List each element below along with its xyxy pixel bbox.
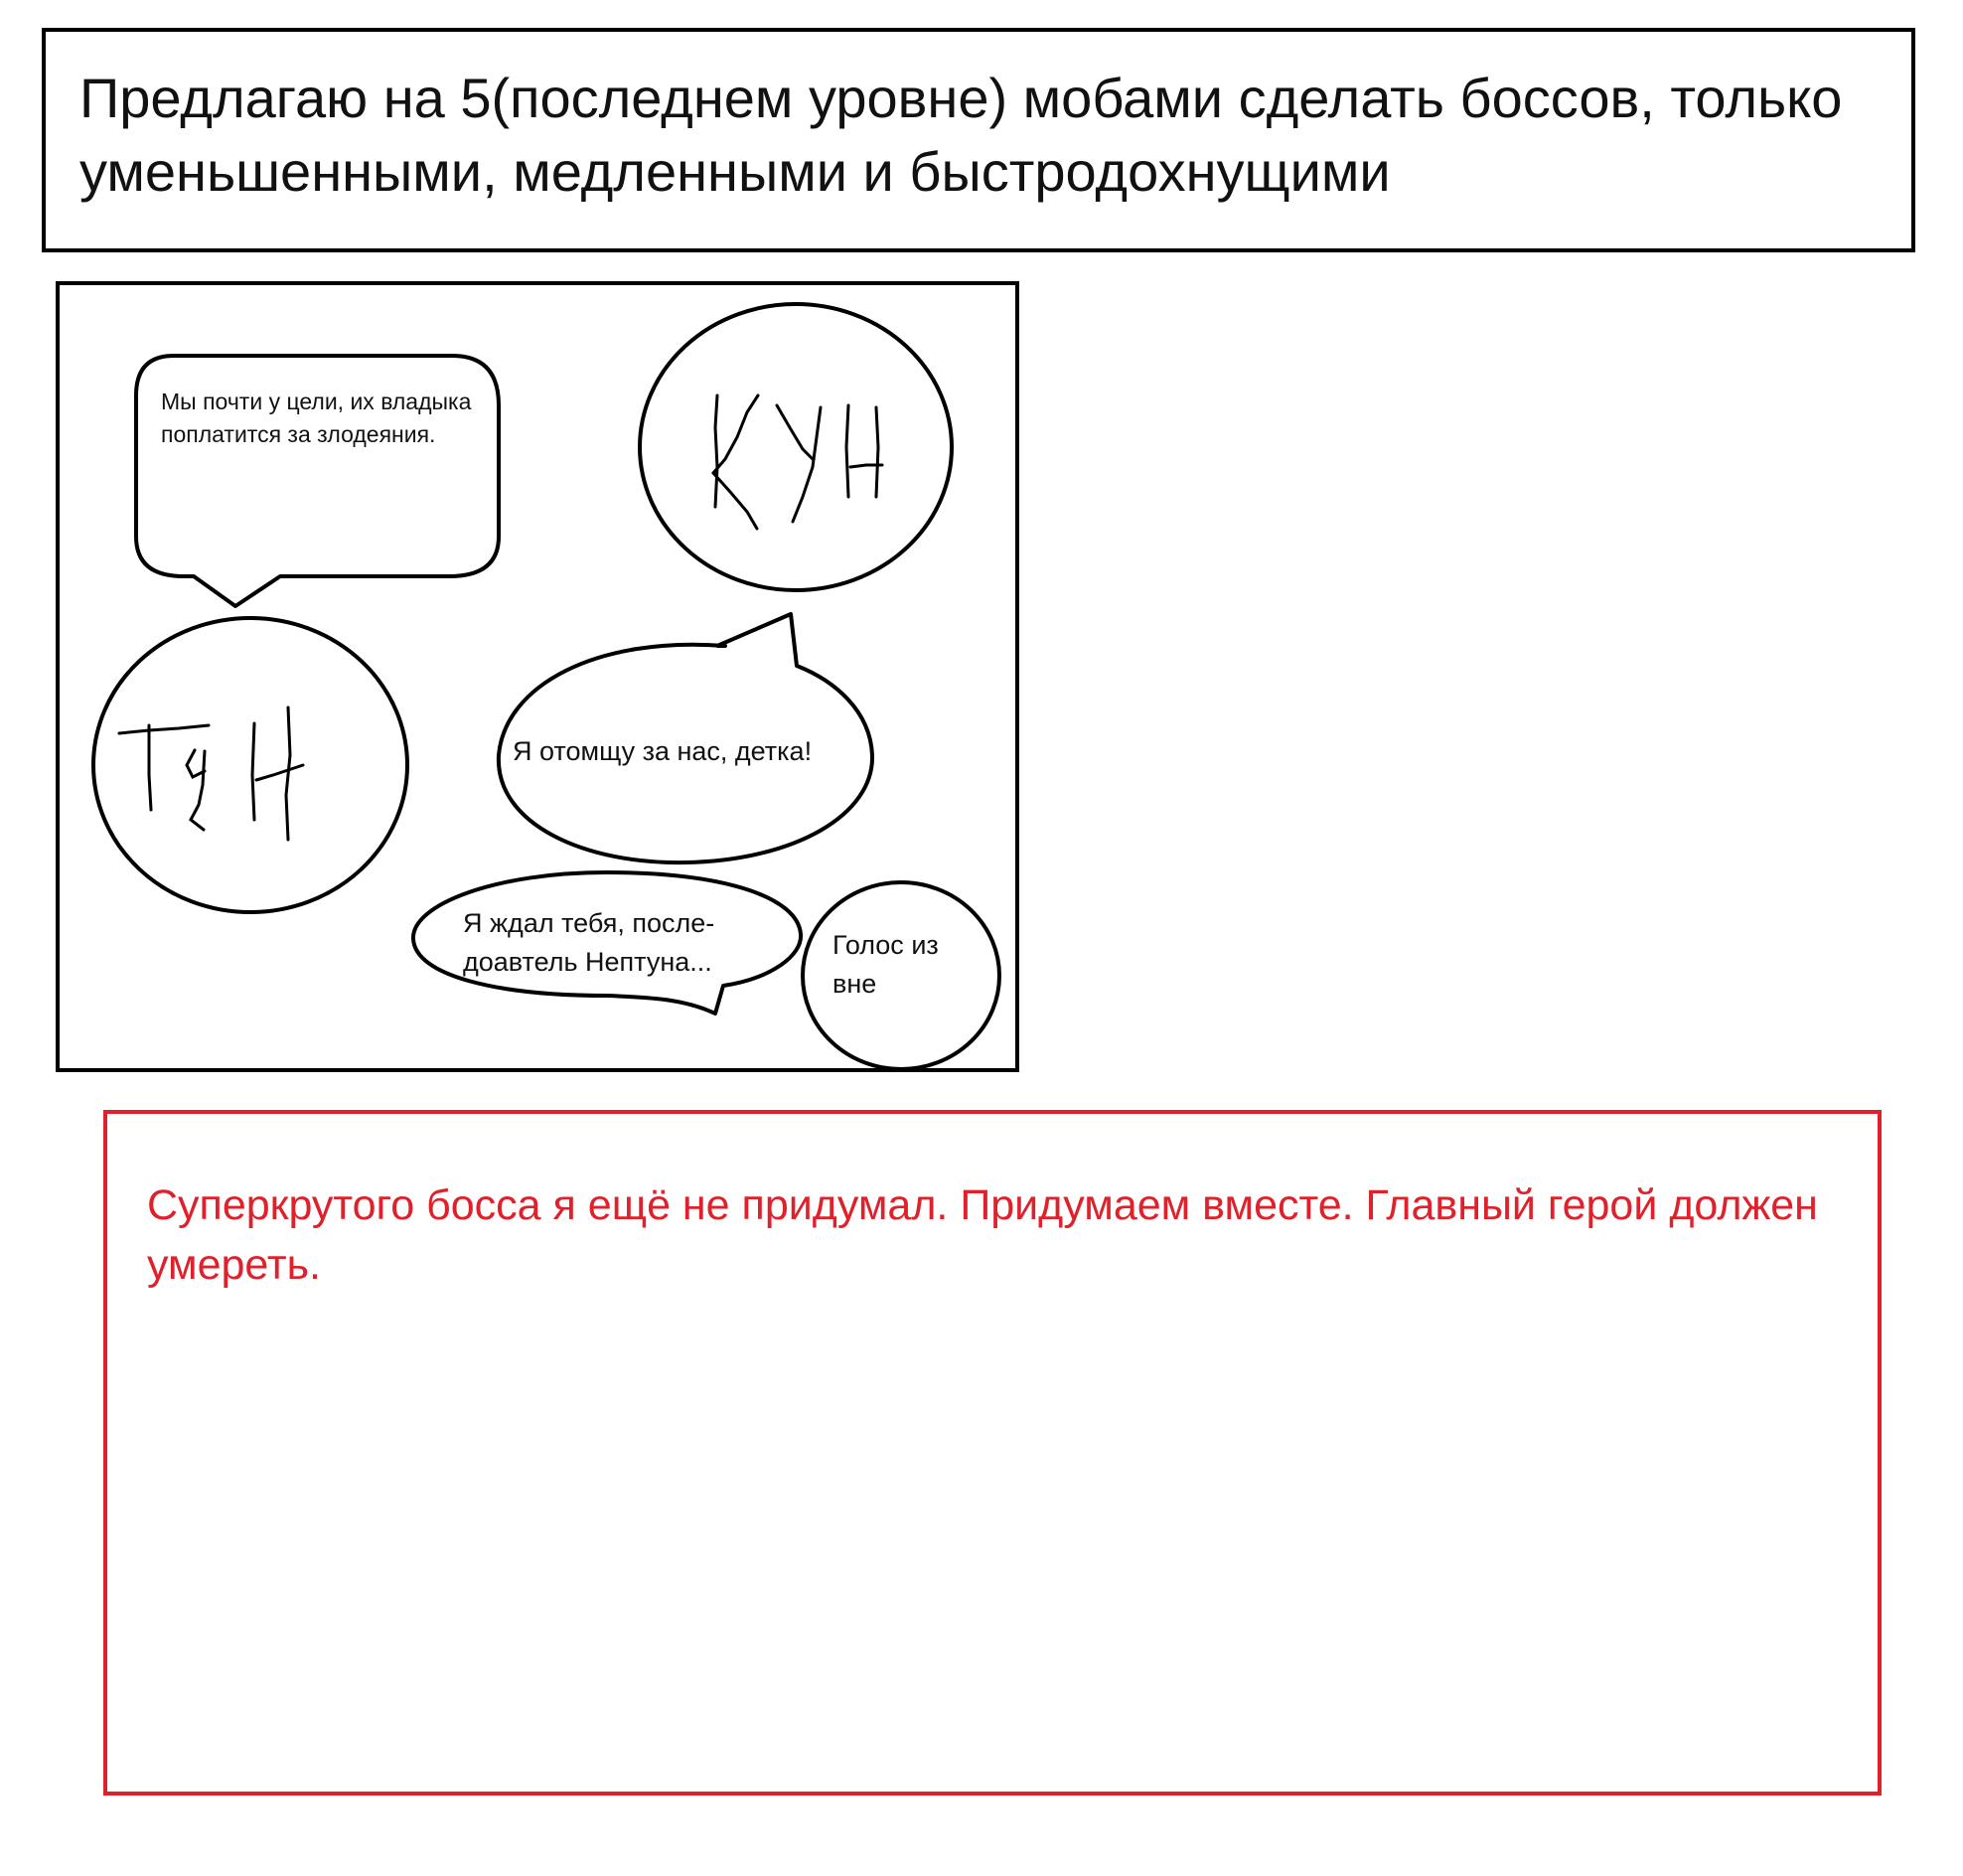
voice-circle: [801, 880, 1001, 1071]
bubble-boss-text: Я ждал тебя, после-доавтель Нептуна...: [463, 908, 715, 977]
character-circle-top: [638, 302, 954, 592]
bubble-hero-text: Я отомщу за нас, детка!: [513, 736, 813, 766]
character-top-scribble: [711, 393, 884, 531]
speech-bubble-ally: [134, 354, 501, 608]
voice-text: Голос из вне: [832, 930, 939, 999]
speech-bubble-hero: [496, 612, 875, 865]
proposal-text: Предлагаю на 5(последнем уровне) мобами …: [79, 67, 1843, 203]
character-circle-left: [91, 616, 409, 914]
character-left-scribble: [117, 705, 305, 842]
note-box: Суперкрутого босса я ещё не придумал. Пр…: [103, 1110, 1882, 1796]
comic-panel: [56, 281, 1019, 1072]
speech-bubble-boss: [410, 870, 804, 1016]
note-text: Суперкрутого босса я ещё не придумал. Пр…: [147, 1181, 1818, 1289]
proposal-box: Предлагаю на 5(последнем уровне) мобами …: [42, 28, 1915, 252]
bubble-ally-text: Мы почти у цели, их владыка поплатится з…: [161, 389, 472, 447]
